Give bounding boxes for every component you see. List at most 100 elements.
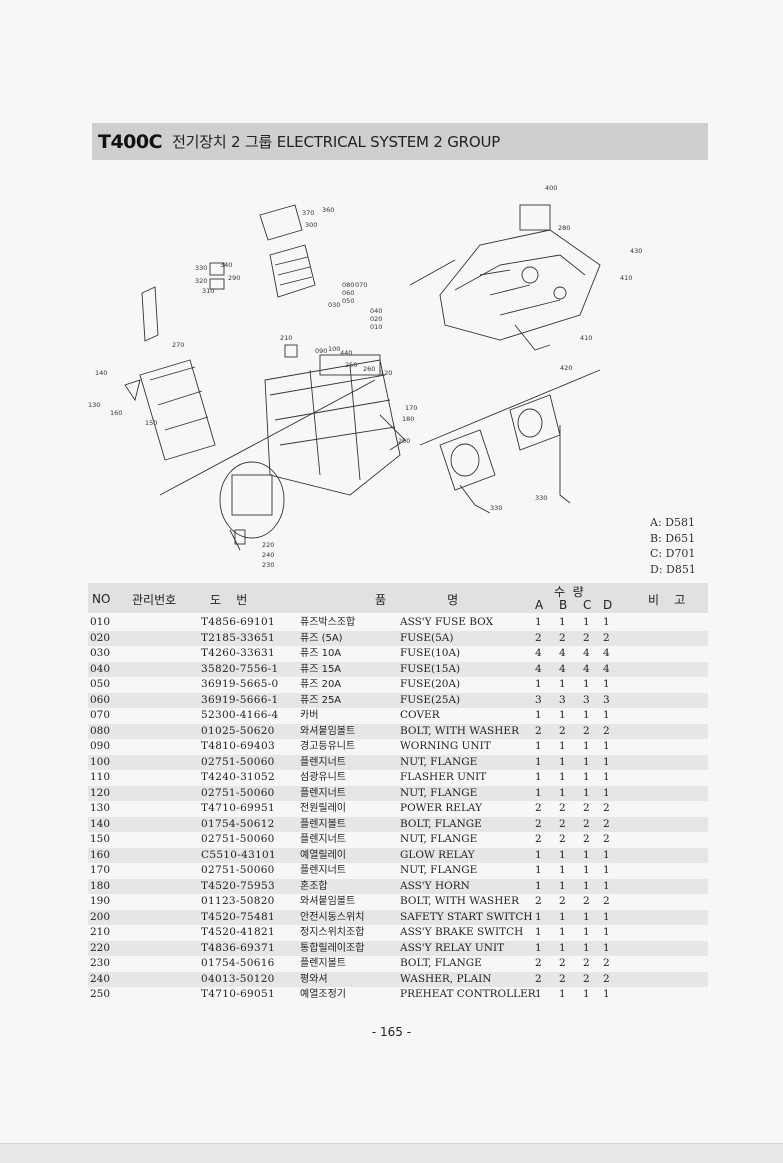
svg-text:040: 040 [370,307,382,315]
cell-name-en: FLASHER UNIT [400,771,487,783]
cell-qty-c: 1 [583,910,590,923]
cell-qty-b: 1 [559,740,566,752]
cell-qty-b: 4 [559,647,566,659]
cell-name-kr: 카버 [300,710,319,721]
svg-text:330: 330 [490,504,502,512]
header-col-b: B [559,598,568,612]
cell-part-number: T4836-69371 [201,941,275,954]
cell-no: 220 [90,941,111,954]
cell-name-kr: 플렌지너트 [300,834,346,845]
cell-qty-a: 1 [535,616,542,628]
cell-no: 070 [90,709,111,721]
svg-text:330: 330 [535,494,547,502]
svg-text:020: 020 [370,315,382,323]
cell-qty-c: 1 [583,848,590,861]
cell-name-en: ASS'Y FUSE BOX [400,616,494,628]
cell-name-en: ASS'Y HORN [400,879,470,892]
cell-qty-b: 1 [559,941,566,954]
svg-text:310: 310 [202,287,214,295]
cell-part-number: C5510-43101 [201,848,277,861]
cell-no: 030 [90,647,111,659]
cell-qty-b: 2 [559,895,566,907]
header-mgmt-number: 관리번호 [132,593,177,607]
cell-no: 240 [90,972,111,985]
cell-qty-a: 2 [535,957,542,969]
cell-qty-b: 1 [559,926,566,938]
cell-name-kr: 플렌지너트 [300,787,346,799]
cell-no: 230 [90,957,111,969]
cell-qty-c: 1 [583,616,590,628]
cell-name-en: NUT, FLANGE [400,755,478,768]
svg-text:030: 030 [328,301,340,309]
cell-qty-d: 1 [603,786,610,799]
svg-text:140: 140 [95,369,107,377]
svg-text:430: 430 [630,247,642,255]
cell-name-kr: 와셔붙임볼트 [300,725,356,737]
cell-no: 170 [90,864,111,876]
cell-name-kr: 와셔붙임볼트 [300,896,356,907]
cell-name-kr: 플렌지너트 [300,865,346,876]
svg-text:370: 370 [302,209,314,217]
cell-name-en: FUSE(15A) [400,662,461,675]
cell-qty-d: 1 [603,771,610,783]
cell-name-kr: 퓨즈 15A [300,663,342,675]
cell-qty-a: 1 [535,709,542,721]
page-title: 전기장치 2 그룹 ELECTRICAL SYSTEM 2 GROUP [172,133,501,151]
cell-no: 060 [90,693,111,706]
cell-qty-c: 2 [583,972,590,985]
header-part-name: 품 명 [375,593,459,607]
cell-no: 040 [90,662,111,675]
cell-qty-d: 1 [603,709,610,721]
engine-assembly-drawing [409,204,601,351]
cell-no: 200 [90,910,111,923]
cell-qty-b: 1 [559,755,566,768]
cell-qty-b: 1 [559,786,566,799]
cell-part-number: T4710-69951 [201,802,275,814]
cell-qty-a: 1 [535,941,542,954]
cell-qty-d: 1 [603,988,610,1000]
cell-no: 010 [90,616,111,628]
cell-qty-a: 2 [535,802,542,814]
cell-part-number: 36919-5666-1 [201,693,279,706]
cell-name-kr: 예열릴레이 [300,849,346,861]
cell-qty-b: 2 [559,631,566,644]
svg-text:170: 170 [405,404,417,412]
cell-part-number: 01754-50612 [201,817,275,830]
cell-qty-c: 2 [583,802,590,814]
cell-qty-d: 1 [603,910,610,923]
cell-qty-d: 1 [603,864,610,876]
cell-name-kr: 통합릴레이조합 [300,942,365,954]
cell-name-en: ASS'Y RELAY UNIT [400,941,505,954]
cell-part-number: 36919-5665-0 [201,678,279,690]
cell-qty-c: 4 [583,647,590,659]
cell-name-en: BOLT, WITH WASHER [400,724,519,737]
cell-qty-b: 2 [559,802,566,814]
cell-part-number: T2185-33651 [201,631,275,644]
cell-part-number: T4710-69051 [201,988,275,1000]
cell-qty-a: 2 [535,724,542,737]
cell-qty-d: 1 [603,848,610,861]
svg-text:260: 260 [363,365,375,373]
svg-text:340: 340 [220,261,232,269]
legend-item: D: D851 [650,562,696,576]
svg-text:010: 010 [370,323,382,331]
svg-text:290: 290 [228,274,240,282]
cell-name-en: FUSE(10A) [400,647,461,659]
cell-qty-b: 3 [559,693,566,706]
cell-qty-a: 2 [535,817,542,830]
svg-text:180: 180 [402,415,414,423]
cell-no: 120 [90,786,111,799]
cell-qty-a: 1 [535,848,542,861]
cell-part-number: 52300-4166-4 [201,709,279,721]
svg-text:130: 130 [88,401,100,409]
relay-drawing [209,262,225,290]
cell-qty-b: 4 [559,662,566,675]
